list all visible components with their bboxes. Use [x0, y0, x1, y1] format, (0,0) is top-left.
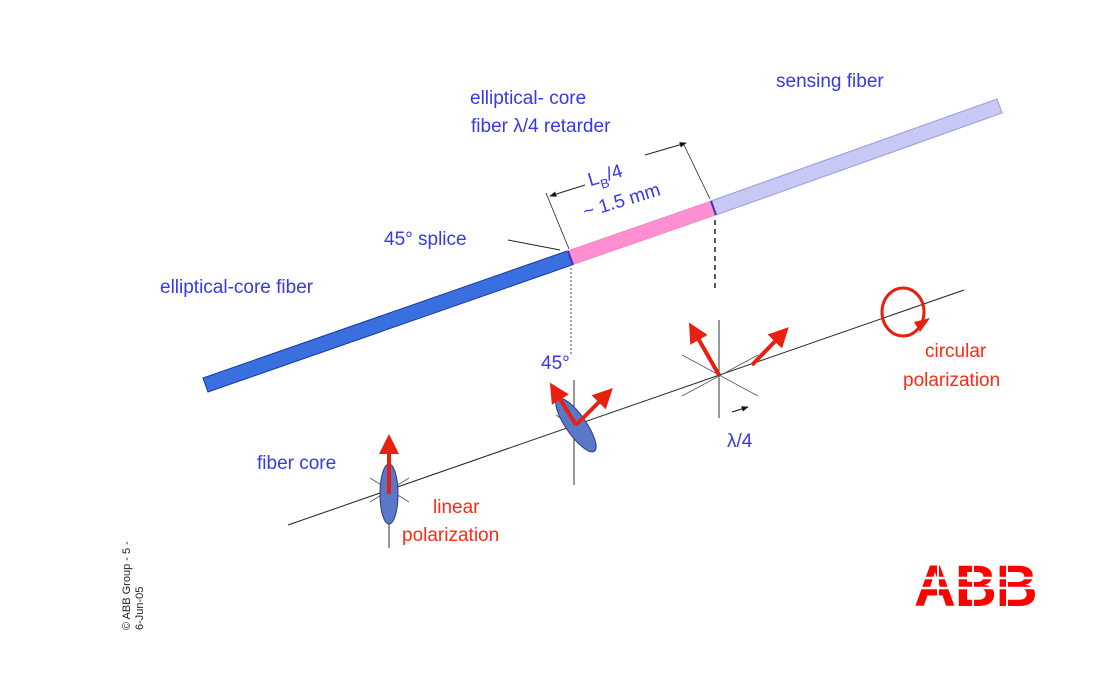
- fiber-core-label: fiber core: [257, 453, 336, 474]
- retarder-polarization-point: [681, 320, 789, 418]
- circular-polarization-label-line1: circular: [925, 341, 987, 362]
- lambda-quarter-label: λ/4: [727, 431, 753, 452]
- abb-logo-text: ABB: [914, 554, 1037, 619]
- retarder-arrow-1: [689, 322, 721, 376]
- splice-label: 45° splice: [384, 229, 467, 250]
- splice-arrow-slow-axis: [549, 382, 578, 427]
- elliptical-core-fiber-segment: [202, 250, 573, 393]
- retarder-cross-diag-2: [681, 354, 759, 397]
- length-formula-sub: B: [599, 175, 612, 192]
- retarder-label-line2: fiber λ/4 retarder: [471, 116, 611, 137]
- retarder-length-dimension: LB/4 ~ 1.5 mm: [581, 161, 663, 223]
- dim-arrow-right: [644, 142, 687, 156]
- copyright-line2: 6-Jun-05: [134, 587, 146, 630]
- angle-45-label: 45°: [541, 353, 570, 374]
- length-formula-suffix: /4: [604, 161, 626, 186]
- splice-polarization-point: [549, 380, 613, 485]
- quarter-wave-shift-arrow: [731, 406, 749, 413]
- sensing-fiber-segment: [710, 98, 1003, 216]
- dim-right-tick: [682, 142, 711, 200]
- elliptical-core-fiber-label: elliptical-core fiber: [160, 277, 314, 298]
- sensing-fiber-label: sensing fiber: [776, 71, 884, 92]
- circular-loop: [880, 286, 926, 338]
- leader-lines: [507, 142, 716, 355]
- retarder-arrow-2: [750, 327, 789, 367]
- propagation-axis: [287, 289, 965, 526]
- circular-polarization-symbol: [880, 286, 930, 338]
- retarder-end-joint: [710, 200, 717, 216]
- dim-left-tick: [545, 192, 570, 250]
- circular-arrowhead: [914, 318, 930, 332]
- linear-polarization-label-line2: polarization: [402, 525, 499, 546]
- linear-polarization-label-line1: linear: [433, 497, 480, 518]
- splice-leader: [507, 239, 561, 251]
- copyright-line1: © ABB Group - 5 -: [121, 541, 133, 630]
- fiber-assembly: [202, 98, 1003, 393]
- retarder-label-line1: elliptical- core: [470, 88, 586, 109]
- abb-logo: ABB: [910, 554, 1040, 619]
- splice-joint: [567, 250, 574, 266]
- dim-arrow-left: [549, 184, 586, 197]
- splice-arrow-fast-axis: [574, 388, 613, 427]
- copyright-block: © ABB Group - 5 - 6-Jun-05: [121, 541, 146, 630]
- linear-polarization-point: [369, 434, 410, 548]
- circular-polarization-label-line2: polarization: [903, 370, 1000, 391]
